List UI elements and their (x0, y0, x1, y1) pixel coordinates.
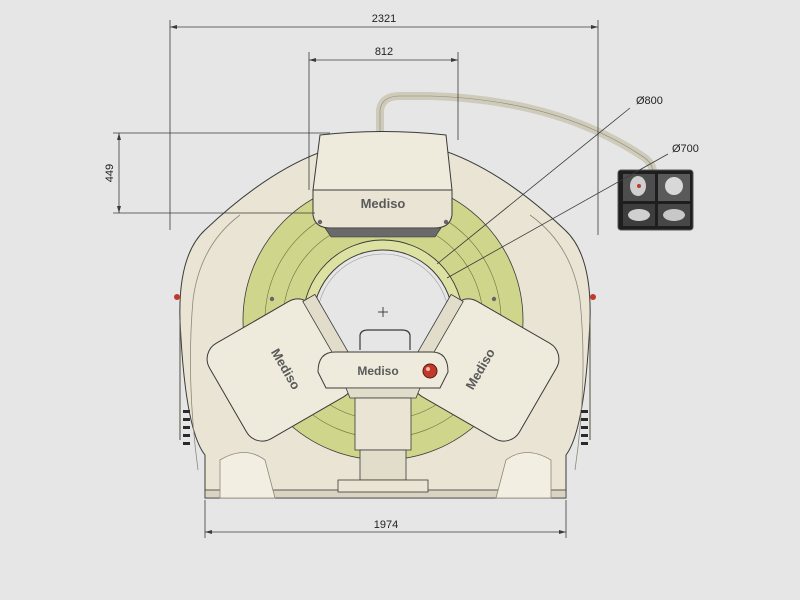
patient-bed: Mediso (317, 329, 449, 493)
bed-brand: Mediso (357, 364, 398, 378)
monitor-icon (617, 169, 694, 231)
dimension-arrowheads (117, 25, 598, 534)
left-vent (183, 410, 190, 445)
overall-width-label: 2321 (372, 13, 396, 25)
top-head-brand: Mediso (361, 196, 406, 211)
right-indicator-light (590, 294, 596, 300)
right-vent (581, 410, 588, 445)
dimension-lines (113, 20, 669, 538)
inner-bore-diameter-label: Ø700 (672, 143, 699, 155)
outer-bore-diameter-label: Ø800 (636, 95, 663, 107)
left-indicator-light (174, 294, 180, 300)
red-button-icon (422, 363, 438, 379)
bed-column (354, 397, 412, 451)
crosshair-icon (378, 307, 388, 317)
top-detector-head: Mediso (312, 131, 453, 238)
head-height-label: 449 (104, 164, 116, 182)
head-width-label: 812 (375, 46, 393, 58)
bed-foot (337, 479, 429, 493)
base-width-label: 1974 (374, 519, 398, 531)
monitor-arm (376, 92, 657, 179)
